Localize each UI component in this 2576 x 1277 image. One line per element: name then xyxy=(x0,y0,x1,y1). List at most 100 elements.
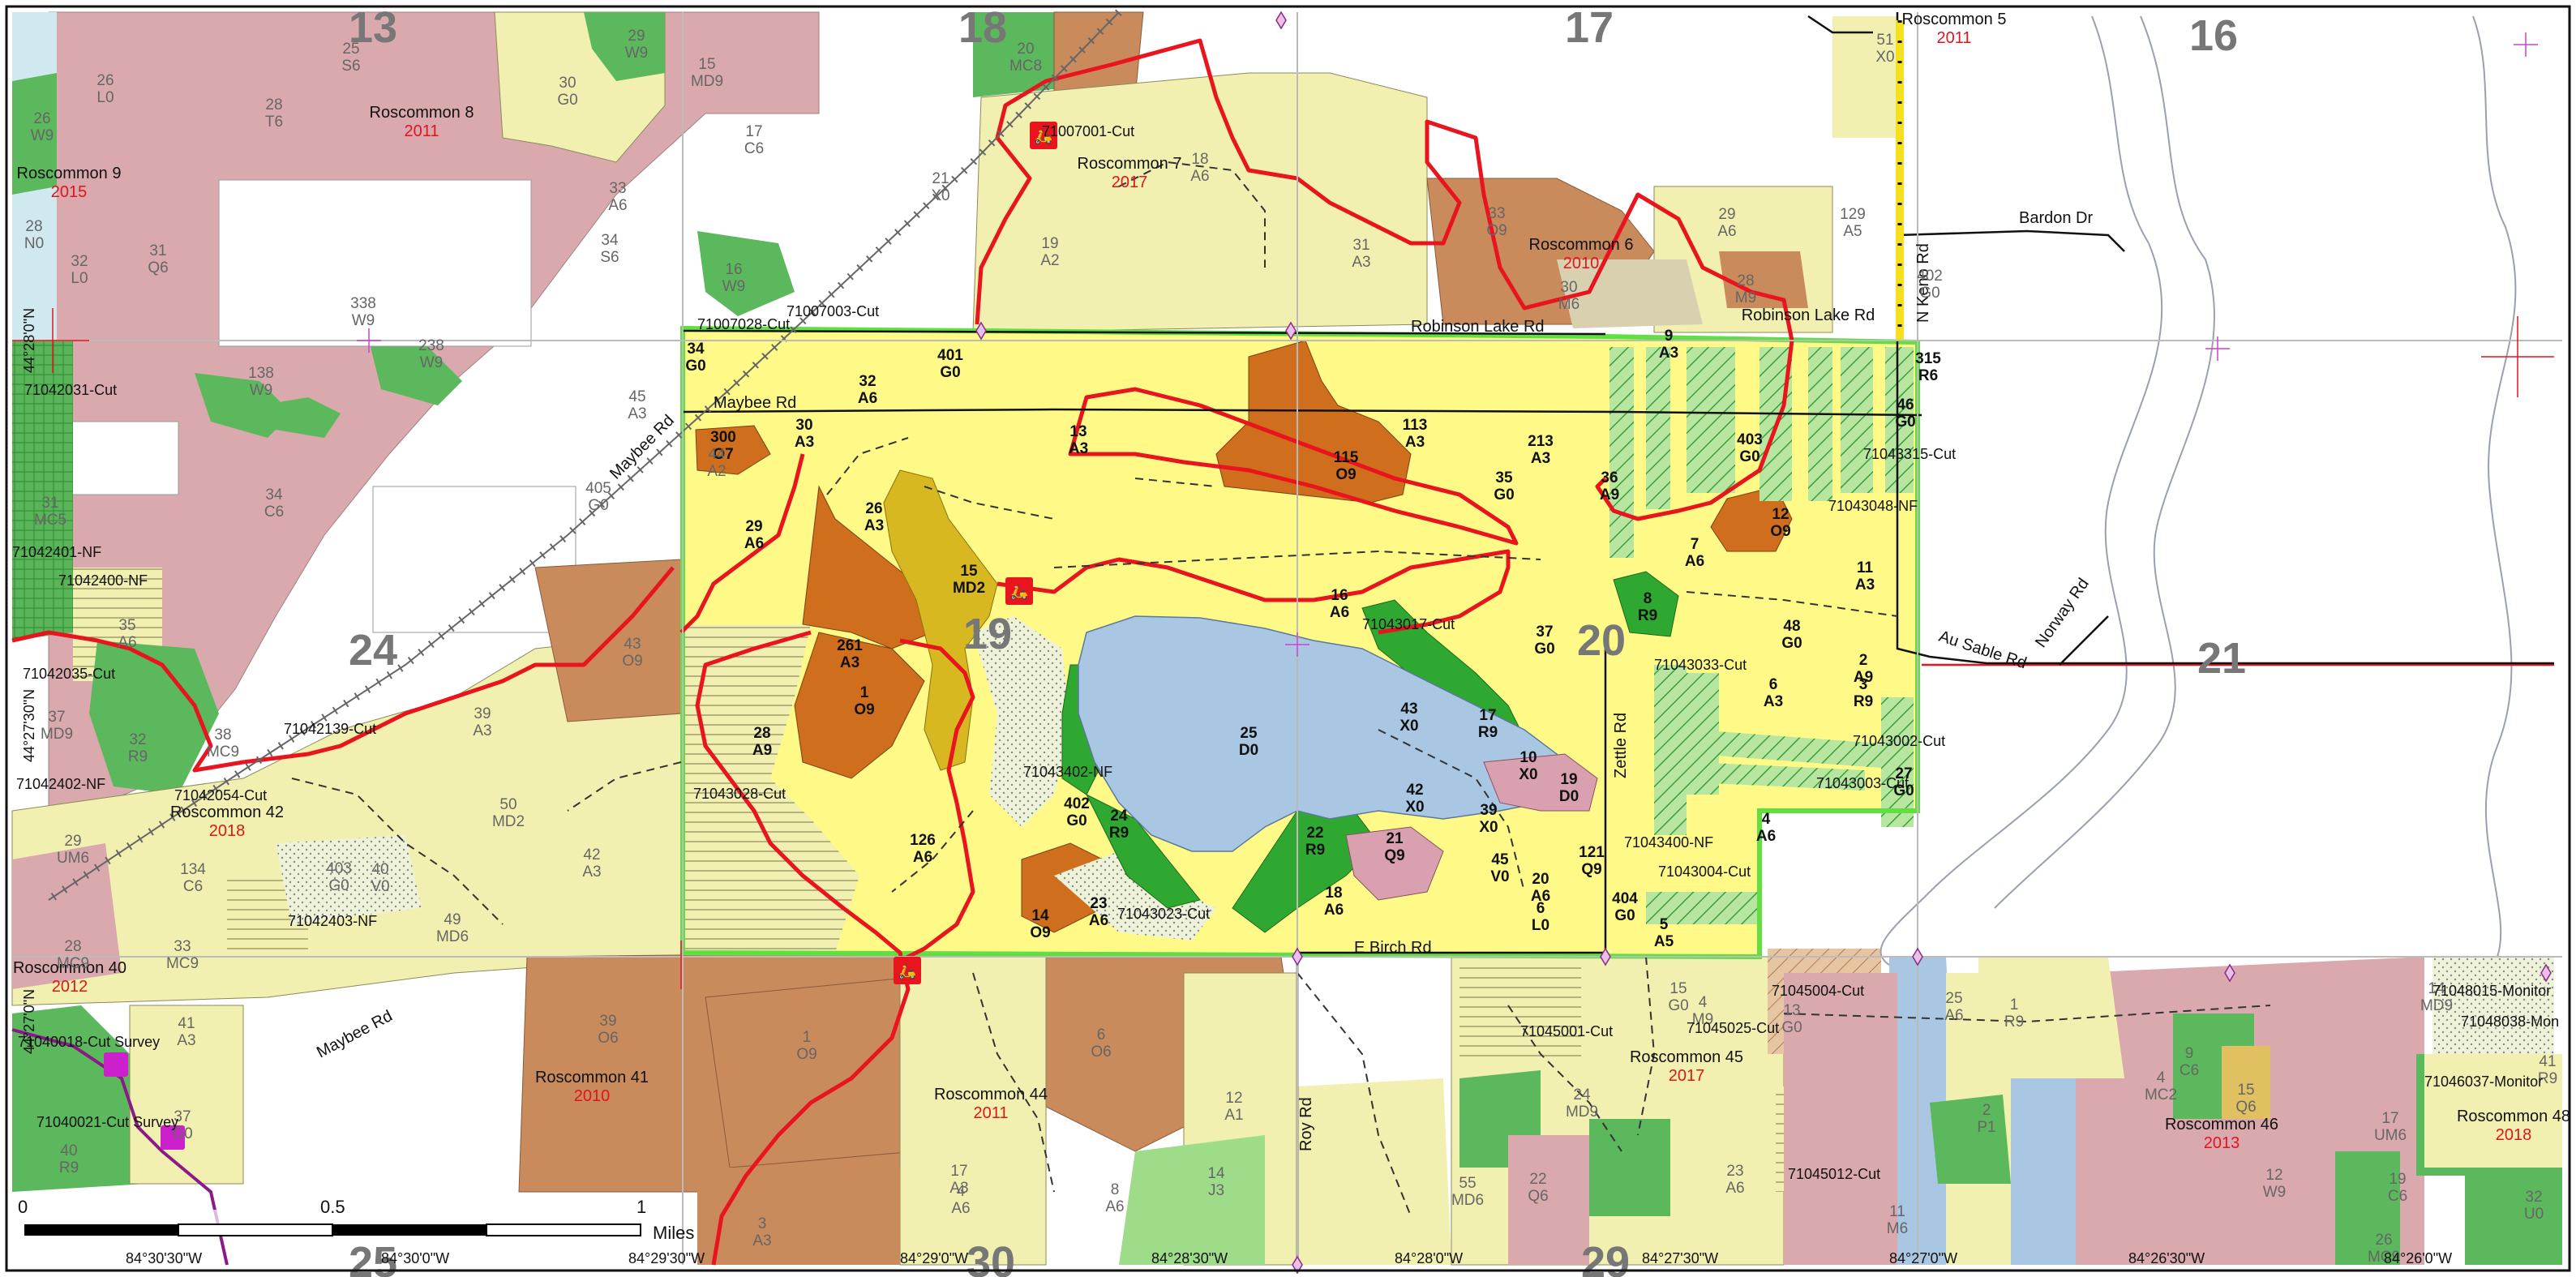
compartment-year-label: 2011 xyxy=(1936,29,1971,47)
cover-opening xyxy=(218,179,532,347)
stand-number-label: 113 xyxy=(1403,417,1428,434)
stand-number-label: 30 xyxy=(795,417,812,434)
stand-cover-type-label: MC9 xyxy=(57,955,89,972)
stand-cover-type-label: X0 xyxy=(1405,799,1424,816)
stand-cover-type-label: A3 xyxy=(864,517,884,534)
stand-cover-type-label: A6 xyxy=(1725,1180,1744,1197)
cover-polygon xyxy=(1054,851,1216,941)
stand-cover-type-label: UM6 xyxy=(2374,1127,2407,1144)
stand-cover-type-label: C6 xyxy=(2180,1062,2199,1079)
stand-number-label: 31 xyxy=(149,242,166,259)
stand-cover-type-label: MD2 xyxy=(953,580,985,597)
stand-number-label: 39 xyxy=(1480,802,1497,819)
stand-cover-type-label: T6 xyxy=(265,114,283,131)
stand-number-label: 22 xyxy=(1529,1171,1546,1188)
stand-cover-type-label: O9 xyxy=(1770,523,1790,540)
cover-polygon xyxy=(1297,1078,1451,1265)
compartment-name-label: Roscommon 42 xyxy=(170,803,284,821)
stand-number-label: 115 xyxy=(1334,449,1359,466)
stand-number-label: 36 xyxy=(1601,469,1618,486)
corner-markers xyxy=(975,11,2552,1275)
stand-number-label: 4 xyxy=(1699,994,1708,1011)
stand-cover-type-label: C6 xyxy=(183,878,203,895)
stand-number-label: 10 xyxy=(1519,749,1537,766)
treatment-unit-label: 71007001-Cut xyxy=(1042,123,1134,139)
treatment-unit-label: 71045012-Cut xyxy=(1788,1166,1880,1182)
section-number-label: 20 xyxy=(1577,616,1626,665)
stand-cover-type-label: W9 xyxy=(625,45,649,62)
treatment-unit-label: 71007003-Cut xyxy=(787,303,879,319)
stand-number-label: 51 xyxy=(1876,32,1893,49)
stand-number-label: 26 xyxy=(96,72,114,89)
cover-hatch-strips xyxy=(1609,347,1914,924)
stand-cover-type-label: R9 xyxy=(1854,693,1873,710)
compartment-name-label: Roscommon 6 xyxy=(1529,236,1634,254)
stand-cover-type-label: X0 xyxy=(1399,718,1418,735)
stand-cover-type-label: G0 xyxy=(1895,414,1915,431)
stand-number-label: 238 xyxy=(418,337,444,354)
cover-polygon xyxy=(1613,571,1679,637)
stand-cover-type-label: G0 xyxy=(1494,486,1514,504)
stand-number-label: 9 xyxy=(1665,328,1674,345)
stand-number-label: 9 xyxy=(2185,1045,2194,1062)
stand-cover-type-label: O9 xyxy=(622,653,642,670)
compartment-year-label: 2015 xyxy=(51,183,88,201)
stand-cover-type-label: A6 xyxy=(1717,223,1736,240)
stand-number-label: 402 xyxy=(1917,268,1943,285)
latitude-label: 44°28'0"N xyxy=(21,308,37,373)
treatment-unit-label: 71043402-NF xyxy=(1023,764,1112,780)
compartment-name-label: Roscommon 46 xyxy=(2165,1116,2278,1133)
stand-cover-type-label: X0 xyxy=(1875,49,1894,66)
stand-number-label: 42 xyxy=(1406,782,1423,799)
scale-unit-label: Miles xyxy=(653,1223,694,1243)
stand-cover-type-label: A6 xyxy=(1324,902,1344,919)
road-name-label: Robinson Lake Rd xyxy=(1411,318,1545,336)
treatment-unit-label: 71042054-Cut xyxy=(174,787,267,803)
stand-number-label: 37 xyxy=(174,1108,191,1125)
stand-number-label: 403 xyxy=(1737,431,1763,448)
treatment-unit-label: 71045025-Cut xyxy=(1687,1020,1779,1036)
stream-line xyxy=(1879,15,2163,966)
stand-number-label: 32 xyxy=(859,373,876,390)
stand-cover-type-label: X0 xyxy=(931,187,949,204)
treatment-unit-label: 71043033-Cut xyxy=(1654,657,1747,673)
stand-cover-type-label: A6 xyxy=(1330,604,1349,621)
stand-number-label: 34 xyxy=(687,341,705,358)
scale-tick-half: 0.5 xyxy=(320,1197,345,1217)
stand-number-label: 27 xyxy=(1895,765,1912,782)
section-number-label: 18 xyxy=(958,3,1007,52)
atv-trailhead-icon: 🛵 xyxy=(1030,122,1057,149)
cover-polygon xyxy=(2432,957,2554,1054)
cover-polygon xyxy=(883,469,998,771)
longitude-label: 84°29'30"W xyxy=(628,1250,705,1266)
section-number-label: 17 xyxy=(1565,3,1614,52)
cover-polygon xyxy=(129,1005,244,1185)
stand-cover-type-label: MC2 xyxy=(2145,1086,2177,1103)
treatment-unit-label: 71045004-Cut xyxy=(1772,983,1864,999)
longitude-label: 84°28'0"W xyxy=(1395,1250,1463,1266)
stand-number-label: 14 xyxy=(2428,980,2445,997)
stand-cover-type-label: O9 xyxy=(1486,222,1507,239)
compartment-year-label: 2012 xyxy=(52,978,88,996)
stand-number-label: 32 xyxy=(71,253,88,270)
stand-number-label: 44 xyxy=(708,446,726,463)
stand-cover-type-label: MD9 xyxy=(691,73,723,90)
stand-cover-type-label: Q6 xyxy=(148,259,168,276)
stand-number-label: 25 xyxy=(342,41,359,58)
cover-polygon xyxy=(195,373,292,438)
stand-number-label: 26 xyxy=(2375,1232,2392,1249)
cover-polygon xyxy=(1719,251,1808,308)
longitude-label: 84°27'30"W xyxy=(1642,1250,1718,1266)
latitude-label: 44°27'30"N xyxy=(21,689,37,762)
stand-number-label: 28 xyxy=(753,725,770,742)
snowmobile-icon xyxy=(104,1052,185,1150)
stand-number-label: 22 xyxy=(1306,825,1323,842)
stand-number-label: 315 xyxy=(1915,350,1941,367)
stream-line xyxy=(2472,15,2517,958)
stand-cover-type-label: G0 xyxy=(328,877,349,894)
stand-cover-type-label: A3 xyxy=(1352,254,1370,271)
stand-cover-type-label: A3 xyxy=(582,863,601,881)
cover-polygon xyxy=(1784,973,1897,1265)
treatment-unit-label: 71043315-Cut xyxy=(1863,446,1956,462)
